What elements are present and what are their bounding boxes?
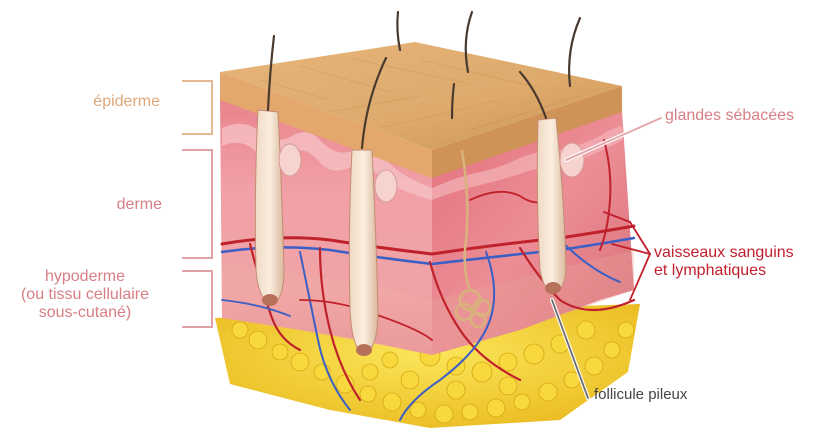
derme-bracket — [182, 150, 212, 258]
hypoderme-line-2: (ou tissu cellulaire — [0, 286, 170, 304]
follicule-pileux-label: follicule pileux — [594, 386, 687, 404]
vaisseaux-line-1: vaisseaux sanguins — [654, 244, 794, 262]
derme-label: derme — [117, 196, 162, 214]
hypoderme-bracket — [182, 271, 212, 327]
hypoderme-label: hypoderme (ou tissu cellulaire sous-cuta… — [0, 268, 170, 322]
hypoderme-line-3: sous-cutané) — [0, 304, 170, 322]
vaisseaux-label: vaisseaux sanguins et lymphatiques — [654, 244, 794, 280]
vaisseaux-line-2: et lymphatiques — [654, 262, 794, 280]
epiderme-label: épiderme — [93, 93, 160, 111]
epiderme-bracket — [182, 81, 212, 134]
glandes-sebacees-label: glandes sébacées — [665, 107, 794, 125]
hypoderme-line-1: hypoderme — [0, 268, 170, 286]
